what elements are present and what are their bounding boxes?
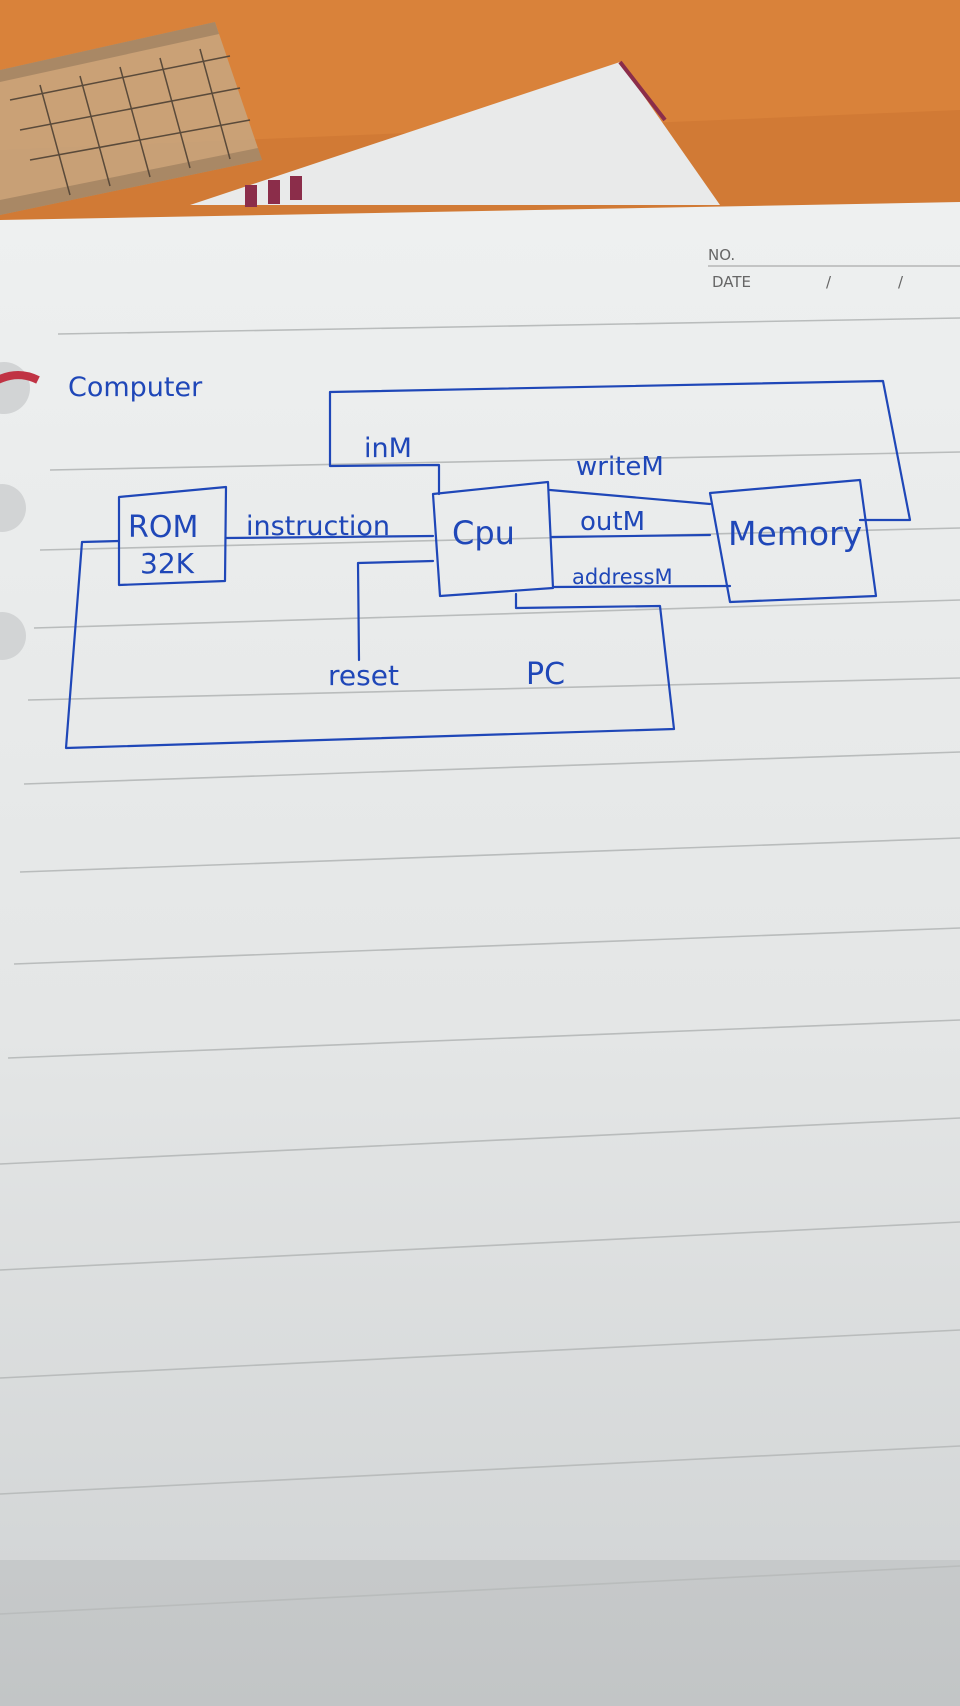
addressM-wire (551, 584, 732, 589)
back-sheet-marks (245, 176, 302, 207)
ruled-line (7, 1019, 960, 1059)
ruled-line (0, 1565, 960, 1615)
cpu-label: Cpu (452, 514, 515, 552)
back-sheet (190, 62, 720, 205)
writeM-wire (548, 488, 712, 506)
notebook-page (0, 202, 960, 1706)
instruction-label: instruction (246, 511, 390, 542)
rom-size-label: 32K (140, 547, 195, 580)
ruled-line (0, 1117, 960, 1165)
date-label: DATE (712, 273, 751, 291)
binder-holes (0, 362, 40, 660)
writeM-label: writeM (576, 452, 664, 482)
memory-label: Memory (728, 514, 862, 553)
ruled-line (49, 451, 960, 471)
reset-label: reset (328, 659, 399, 692)
bottom-shadow (0, 1560, 960, 1706)
date-separator-1: / (826, 273, 832, 291)
ruled-line (27, 677, 960, 701)
inM-wire (328, 379, 912, 522)
addressM-label: addressM (572, 565, 673, 589)
outM-wire (550, 533, 712, 539)
rom-label: ROM (128, 510, 198, 545)
ruler (0, 22, 262, 215)
ruled-line (33, 599, 960, 629)
date-separator-2: / (898, 273, 904, 291)
outM-label: outM (580, 507, 645, 537)
ruled-line (39, 527, 960, 551)
reset-wire (356, 559, 435, 662)
page-header: NO. DATE / / (708, 246, 960, 291)
pc-label: PC (526, 657, 565, 692)
ruled-line (0, 1445, 960, 1495)
ruled-line (13, 927, 960, 965)
ruled-lines (0, 317, 960, 1615)
rom-box (117, 485, 228, 587)
memory-box (708, 478, 878, 604)
diagram-title: Computer (68, 372, 203, 403)
ruled-line (57, 317, 960, 335)
computer-diagram: Computer ROM 32K Cpu Memory instruction … (64, 372, 912, 750)
ruled-line (0, 1221, 960, 1271)
inM-label: inM (364, 433, 412, 464)
ruled-line (19, 837, 960, 873)
ruled-line (0, 1329, 960, 1379)
ruled-line (23, 751, 960, 785)
back-sheet-edge (618, 60, 667, 122)
pc-wire (64, 539, 676, 750)
instruction-wire (224, 534, 435, 540)
no-label: NO. (708, 246, 735, 264)
